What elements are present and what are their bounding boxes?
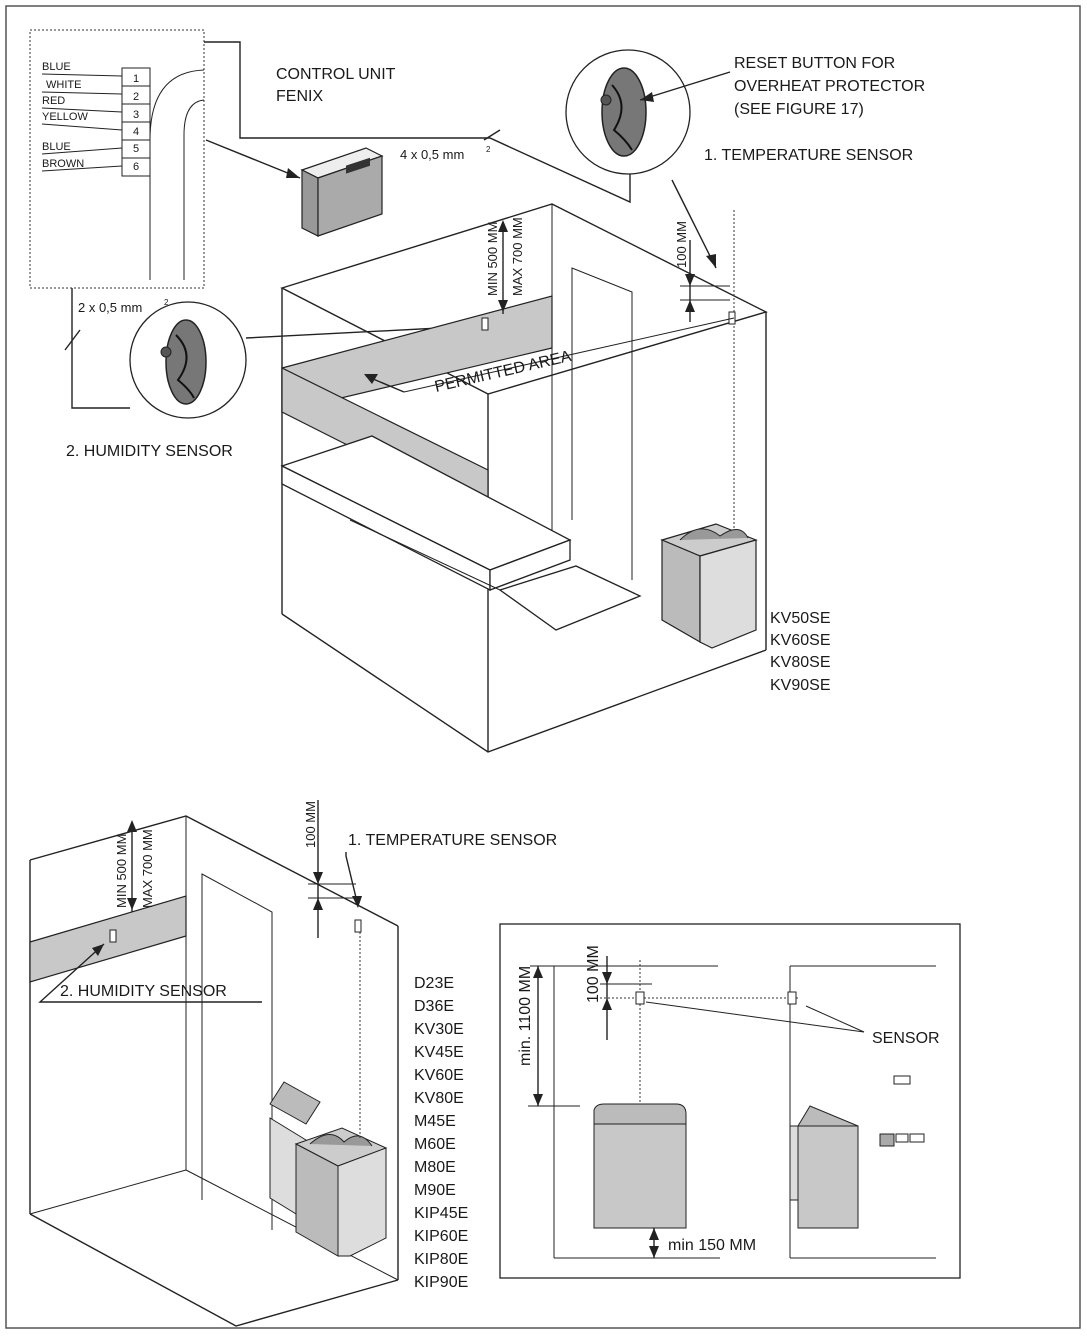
bottom-model-1: D23E (414, 975, 454, 992)
bottom-max-700: MAX 700 MM (140, 829, 155, 908)
bottom-humidity-sensor-label: 2. HUMIDITY SENSOR (60, 983, 227, 1000)
top-model-2: KV60SE (770, 632, 830, 649)
top-temperature-sensor-label: 1. TEMPERATURE SENSOR (704, 147, 913, 164)
bottom-model-2: D36E (414, 998, 454, 1015)
wire-brown: BROWN (42, 158, 84, 170)
bottom-model-12: KIP60E (414, 1228, 468, 1245)
terminal-3: 3 (133, 109, 139, 121)
wire-blue-1: BLUE (42, 61, 71, 73)
terminal-2: 2 (133, 91, 139, 103)
control-unit-fenix (300, 147, 384, 237)
bottom-model-6: KV80E (414, 1090, 464, 1107)
top-max-700: MAX 700 MM (510, 217, 525, 296)
wire-red: RED (42, 95, 65, 107)
cable-2-sup: 2 (164, 298, 169, 307)
cable-4-label: 4 x 0,5 mm (400, 147, 464, 162)
inset-min-1100: min. 1100 MM (517, 966, 534, 1066)
humidity-sensor-detail (129, 301, 247, 419)
cable-2-label: 2 x 0,5 mm (78, 300, 142, 315)
wire-white: WHITE (46, 79, 81, 91)
inset-sensor-label: SENSOR (872, 1030, 940, 1047)
bottom-model-3: KV30E (414, 1021, 464, 1038)
bottom-model-11: KIP45E (414, 1205, 468, 1222)
cable-4-sup: 2 (486, 145, 491, 154)
bottom-model-4: KV45E (414, 1044, 464, 1061)
terminal-5: 5 (133, 143, 139, 155)
bottom-sauna-room (29, 815, 399, 1327)
top-model-4: KV90SE (770, 677, 830, 694)
wire-blue-2: BLUE (42, 141, 71, 153)
reset-label-3: (SEE FIGURE 17) (734, 101, 864, 118)
top-min-500: MIN 500 MM (485, 222, 500, 296)
inset-elevation-view (499, 923, 961, 1279)
bottom-model-13: KIP80E (414, 1251, 468, 1268)
bottom-model-7: M45E (414, 1113, 456, 1130)
terminal-4: 4 (133, 126, 139, 138)
top-humidity-sensor-label: 2. HUMIDITY SENSOR (66, 443, 233, 460)
reset-label-2: OVERHEAT PROTECTOR (734, 78, 925, 95)
top-model-1: KV50SE (770, 610, 830, 627)
top-model-3: KV80SE (770, 654, 830, 671)
inset-min-150: min 150 MM (668, 1237, 756, 1254)
temperature-sensor-detail (565, 49, 691, 175)
top-dist-100: 100 MM (674, 221, 689, 268)
bottom-dist-100: 100 MM (303, 801, 318, 848)
bottom-model-9: M80E (414, 1159, 456, 1176)
terminal-1: 1 (133, 73, 139, 85)
bottom-temperature-sensor-label: 1. TEMPERATURE SENSOR (348, 832, 557, 849)
bottom-min-500: MIN 500 MM (114, 834, 129, 908)
top-sauna-room (280, 203, 768, 753)
bottom-model-5: KV60E (414, 1067, 464, 1084)
terminal-6: 6 (133, 161, 139, 173)
bottom-model-10: M90E (414, 1182, 456, 1199)
inset-dist-100: 100 MM (585, 945, 602, 1003)
bottom-model-8: M60E (414, 1136, 456, 1153)
wire-yellow: YELLOW (42, 111, 88, 123)
control-unit-label-2: FENIX (276, 88, 323, 105)
control-unit-label-1: CONTROL UNIT (276, 66, 396, 83)
reset-label-1: RESET BUTTON FOR (734, 55, 895, 72)
terminal-block (121, 67, 151, 177)
bottom-model-14: KIP90E (414, 1274, 468, 1291)
